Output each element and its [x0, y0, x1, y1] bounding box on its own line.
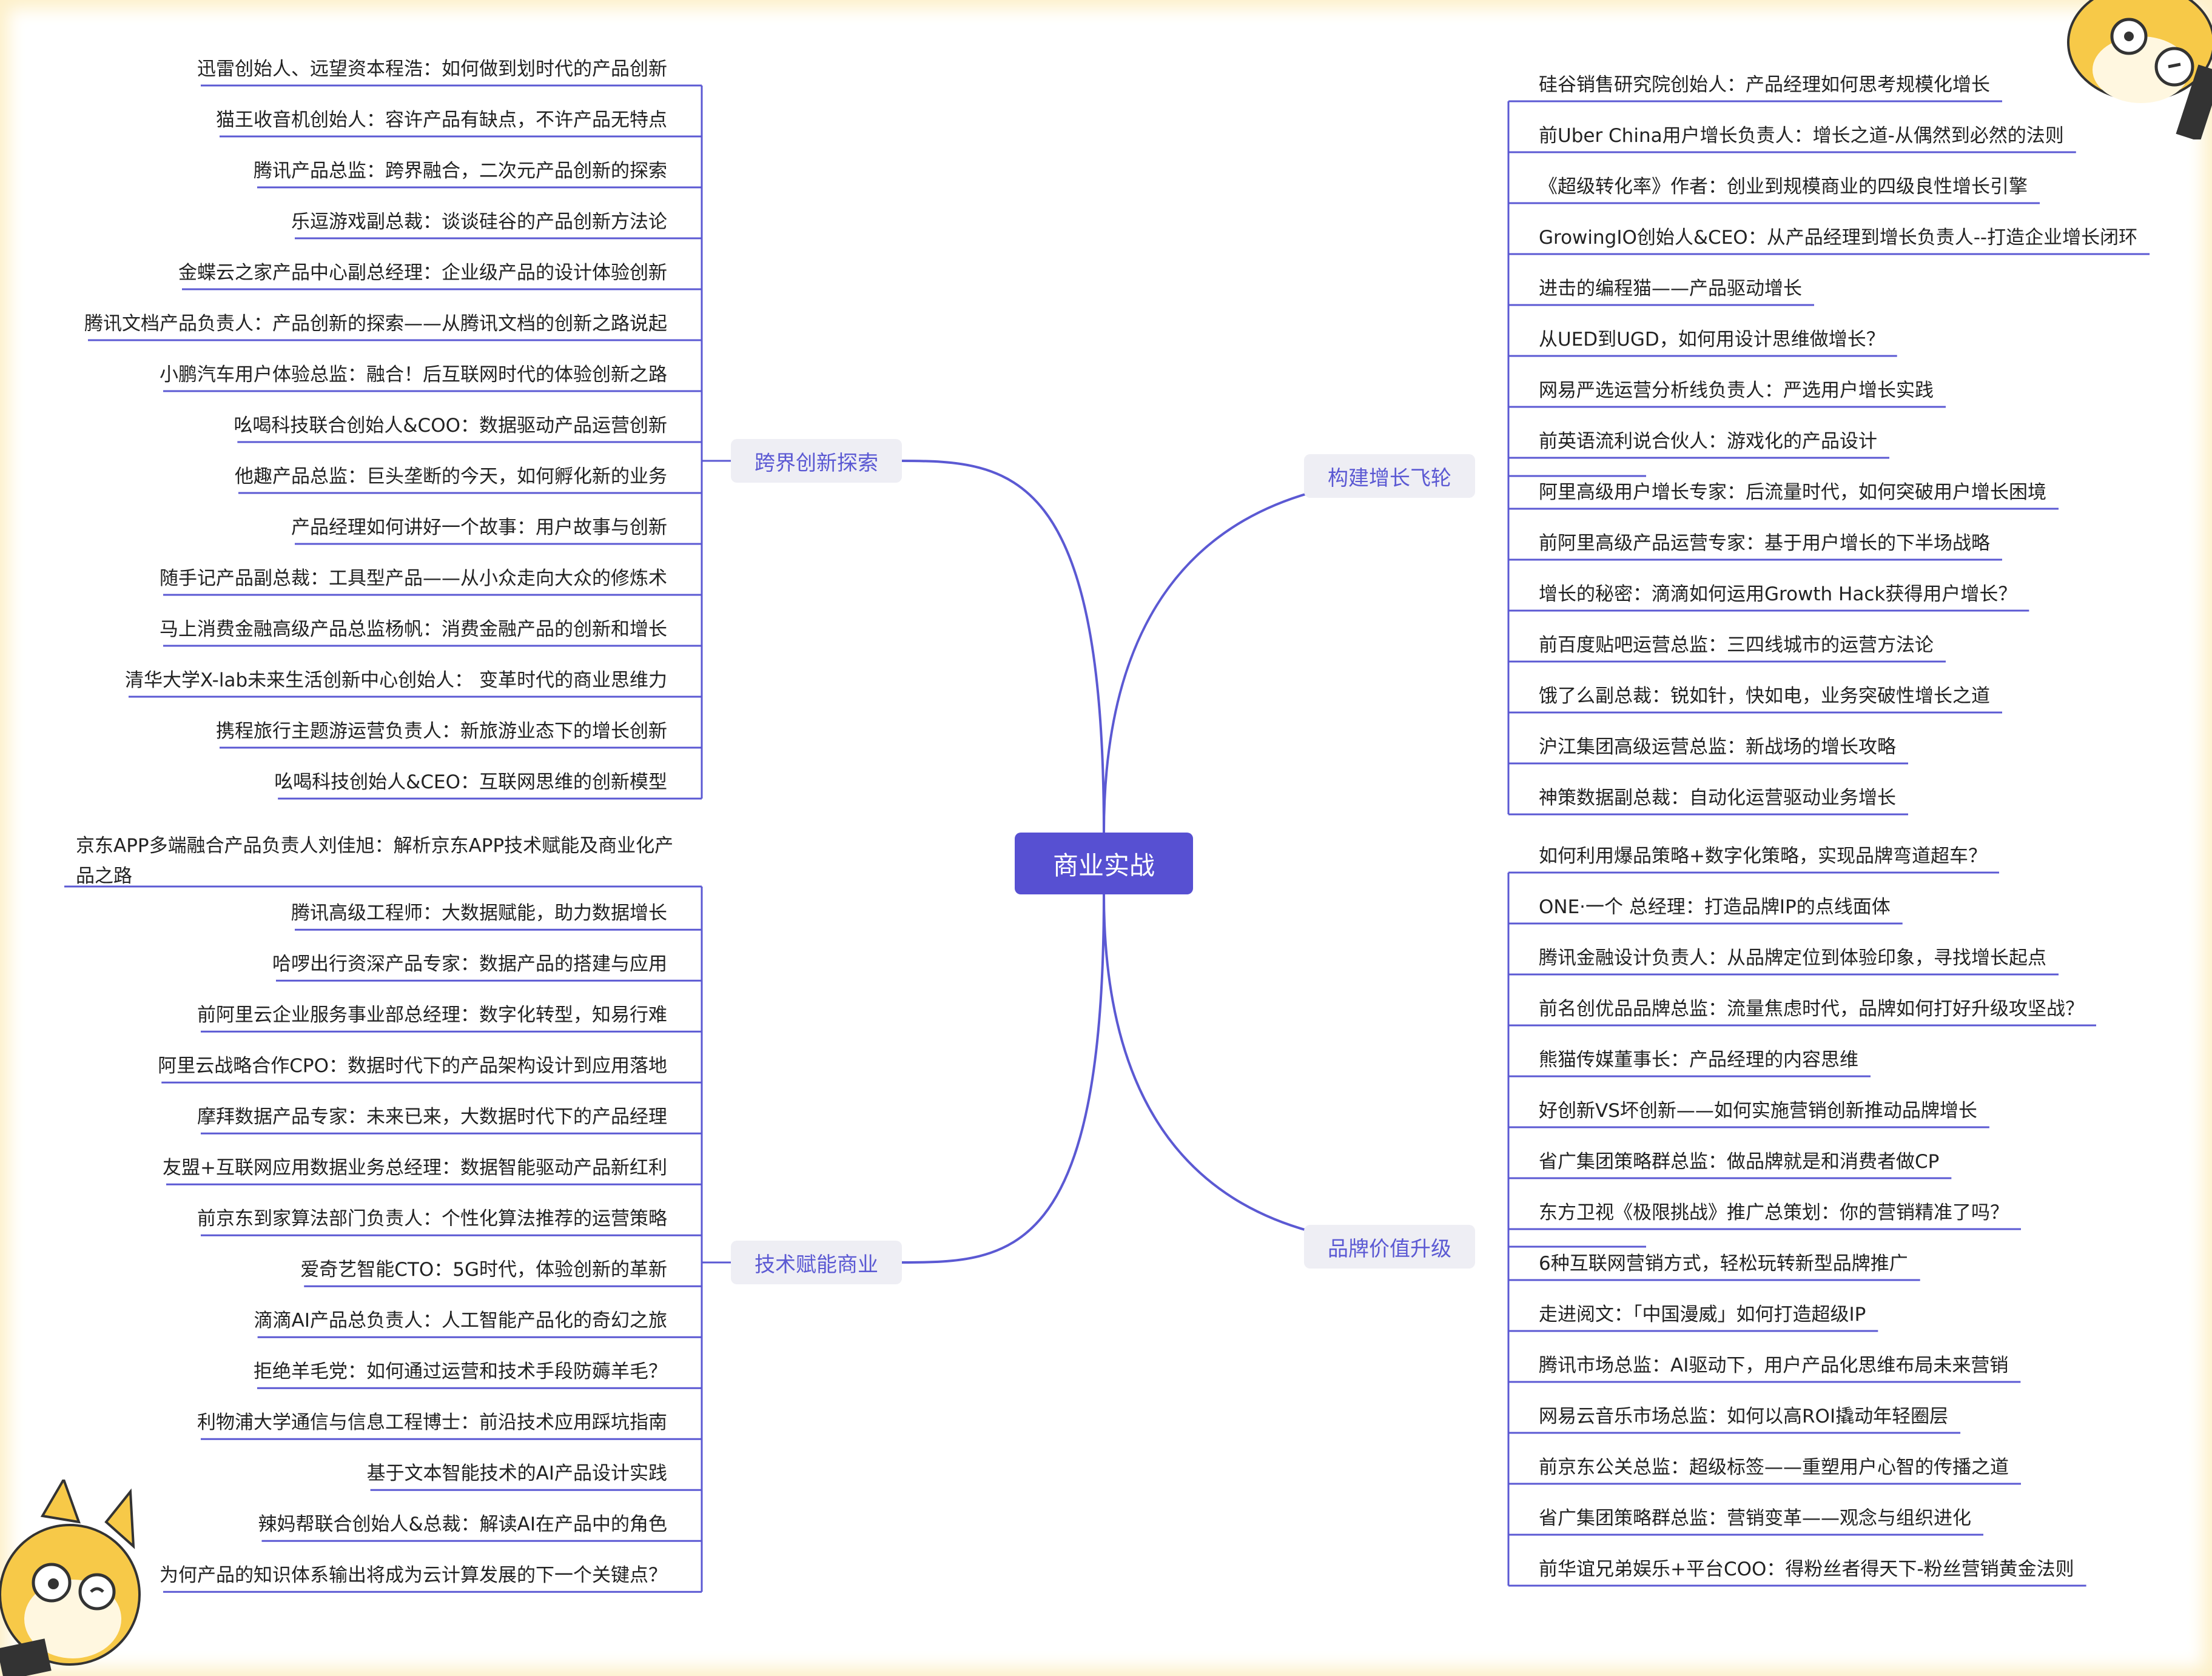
leaf-topic[interactable]: 为何产品的知识体系输出将成为云计算发展的下一个关键点？	[160, 1564, 667, 1587]
leaf-topic[interactable]: 饿了么副总裁：锐如针，快如电，业务突破性增长之道	[1539, 685, 1990, 707]
leaf-topic[interactable]: 熊猫传媒董事长：产品经理的内容思维	[1539, 1049, 1858, 1071]
branch-node-growth-flywheel[interactable]: 构建增长飞轮	[1304, 454, 1475, 498]
leaf-topic[interactable]: 省广集团策略群总监：营销变革——观念与组织进化	[1539, 1507, 1971, 1529]
leaf-topic[interactable]: 走进阅文：「中国漫威」如何打造超级IP	[1539, 1304, 1866, 1326]
leaf-topic[interactable]: 进击的编程猫——产品驱动增长	[1539, 278, 1802, 300]
leaf-topic[interactable]: 清华大学X-lab未来生活创新中心创始人： 变革时代的商业思维力	[124, 669, 667, 691]
leaf-topic[interactable]: 产品经理如何讲好一个故事：用户故事与创新	[291, 517, 667, 538]
leaf-topic[interactable]: 携程旅行主题游运营负责人：新旅游业态下的增长创新	[216, 720, 667, 742]
leaf-topic[interactable]: 腾讯金融设计负责人：从品牌定位到体验印象，寻找增长起点	[1539, 947, 2046, 969]
leaf-topic[interactable]: 马上消费金融高级产品总监杨帆：消费金融产品的创新和增长	[160, 618, 667, 640]
leaf-topic[interactable]: 随手记产品副总裁：工具型产品——从小众走向大众的修炼术	[160, 568, 667, 589]
branch-node-cross-innovation[interactable]: 跨界创新探索	[731, 439, 902, 483]
leaf-topic[interactable]: 前Uber China用户增长负责人：增长之道-从偶然到必然的法则	[1539, 125, 2064, 147]
leaf-topic[interactable]: 拒绝羊毛党：如何通过运营和技术手段防薅羊毛？	[254, 1361, 667, 1383]
leaf-topic[interactable]: 小鹏汽车用户体验总监：融合！后互联网时代的体验创新之路	[160, 364, 667, 386]
leaf-topic[interactable]: 腾讯产品总监：跨界融合，二次元产品创新的探索	[254, 160, 667, 182]
leaf-topic[interactable]: 神策数据副总裁：自动化运营驱动业务增长	[1539, 787, 1896, 809]
leaf-topic[interactable]: 猫王收音机创始人：容许产品有缺点，不许产品无特点	[216, 109, 667, 131]
leaf-topic[interactable]: 硅谷销售研究院创始人：产品经理如何思考规模化增长	[1539, 74, 1990, 96]
leaf-topic[interactable]: 友盟+互联网应用数据业务总经理：数据智能驱动产品新红利	[163, 1157, 667, 1179]
leaf-topic[interactable]: 从UED到UGD，如何用设计思维做增长？	[1539, 329, 1885, 350]
leaf-topic[interactable]: 滴滴AI产品总负责人：人工智能产品化的奇幻之旅	[254, 1310, 667, 1332]
leaf-topic[interactable]: 前百度贴吧运营总监：三四线城市的运营方法论	[1539, 634, 1934, 656]
leaf-topic[interactable]: 前京东到家算法部门负责人：个性化算法推荐的运营策略	[197, 1208, 667, 1230]
leaf-topic[interactable]: 利物浦大学通信与信息工程博士：前沿技术应用踩坑指南	[197, 1412, 667, 1434]
leaf-topic[interactable]: 腾讯文档产品负责人：产品创新的探索——从腾讯文档的创新之路说起	[84, 313, 667, 335]
leaf-topic[interactable]: 迅雷创始人、远望资本程浩：如何做到划时代的产品创新	[197, 58, 667, 80]
branch-node-tech-empowerment[interactable]: 技术赋能商业	[731, 1241, 902, 1284]
leaf-topic[interactable]: 网易云音乐市场总监：如何以高ROI撬动年轻圈层	[1539, 1406, 1949, 1427]
leaf-topic[interactable]: 前京东公关总监：超级标签——重塑用户心智的传播之道	[1539, 1456, 2009, 1478]
leaf-topic[interactable]: ONE·一个 总经理：打造品牌IP的点线面体	[1539, 896, 1891, 918]
leaf-topic[interactable]: 腾讯市场总监：AI驱动下，用户产品化思维布局未来营销	[1539, 1355, 2009, 1376]
leaf-topic[interactable]: 辣妈帮联合创始人&总裁：解读AI在产品中的角色	[258, 1513, 667, 1536]
leaf-topic[interactable]: 阿里云战略合作CPO：数据时代下的产品架构设计到应用落地	[158, 1055, 667, 1078]
leaf-topic[interactable]: 前阿里云企业服务事业部总经理：数字化转型，知易行难	[197, 1004, 667, 1027]
leaf-topic[interactable]: 乐逗游戏副总裁：谈谈硅谷的产品创新方法论	[291, 211, 667, 233]
leaf-topic[interactable]: 吆喝科技创始人&CEO：互联网思维的创新模型	[274, 771, 667, 793]
leaf-topic[interactable]: 增长的秘密：滴滴如何运用Growth Hack获得用户增长？	[1539, 583, 2017, 605]
connector-line	[901, 460, 1105, 833]
leaf-topic[interactable]: 网易严选运营分析线负责人：严选用户增长实践	[1539, 380, 1934, 401]
leaf-topic[interactable]: 摩拜数据产品专家：未来已来，大数据时代下的产品经理	[197, 1106, 667, 1128]
leaf-topic[interactable]: 沪江集团高级运营总监：新战场的增长攻略	[1539, 736, 1896, 758]
mascot-icon	[0, 1480, 141, 1676]
leaf-topic[interactable]: GrowingIO创始人&CEO：从产品经理到增长负责人--打造企业增长闭环	[1539, 227, 2138, 249]
leaf-topic[interactable]: 京东APP多端融合产品负责人刘佳旭：解析京东APP技术赋能及商业化产品之路	[76, 835, 674, 887]
leaf-topic[interactable]: 爱奇艺智能CTO：5G时代，体验创新的革新	[300, 1259, 667, 1281]
connector-line	[1103, 474, 1476, 833]
leaf-topic[interactable]: 哈啰出行资深产品专家：数据产品的搭建与应用	[272, 953, 667, 976]
leaf-topic[interactable]: 他趣产品总监：巨头垄断的今天，如何孵化新的业务	[235, 466, 667, 488]
leaf-topic[interactable]: 如何利用爆品策略+数字化策略，实现品牌弯道超车？	[1539, 845, 1987, 867]
connector-line	[1103, 894, 1476, 1249]
leaf-topic[interactable]: 好创新VS坏创新——如何实施营销创新推动品牌增长	[1539, 1100, 1977, 1122]
connector-line	[901, 894, 1105, 1264]
leaf-topic[interactable]: 前名创优品品牌总监：流量焦虑时代，品牌如何打好升级攻坚战？	[1539, 998, 2084, 1020]
root-node[interactable]: 商业实战	[1015, 833, 1193, 894]
leaf-topic[interactable]: 阿里高级用户增长专家：后流量时代，如何突破用户增长困境	[1539, 481, 2046, 503]
leaf-topic[interactable]: 省广集团策略群总监：做品牌就是和消费者做CP	[1539, 1151, 1940, 1173]
leaf-topic[interactable]: 基于文本智能技术的AI产品设计实践	[366, 1463, 667, 1485]
leaf-topic[interactable]: 前阿里高级产品运营专家：基于用户增长的下半场战略	[1539, 532, 1990, 554]
leaf-topic[interactable]: 金蝶云之家产品中心副总经理：企业级产品的设计体验创新	[178, 262, 667, 284]
leaf-topic[interactable]: 6种互联网营销方式，轻松玩转新型品牌推广	[1539, 1253, 1908, 1275]
leaf-topic[interactable]: 前华谊兄弟娱乐+平台COO：得粉丝者得天下-粉丝营销黄金法则	[1539, 1558, 2074, 1580]
leaf-topic[interactable]: 前英语流利说合伙人：游戏化的产品设计	[1539, 431, 1877, 452]
leaf-topic[interactable]: 《超级转化率》作者：创业到规模商业的四级良性增长引擎	[1539, 176, 2028, 198]
leaf-topic[interactable]: 腾讯高级工程师：大数据赋能，助力数据增长	[291, 902, 667, 925]
mascot-icon	[2067, 0, 2212, 139]
leaf-topic[interactable]: 东方卫视《极限挑战》推广总策划：你的营销精准了吗？	[1539, 1202, 2009, 1224]
branch-node-brand-upgrade[interactable]: 品牌价值升级	[1304, 1225, 1475, 1269]
leaf-topic[interactable]: 吆喝科技联合创始人&COO：数据驱动产品运营创新	[234, 415, 667, 437]
